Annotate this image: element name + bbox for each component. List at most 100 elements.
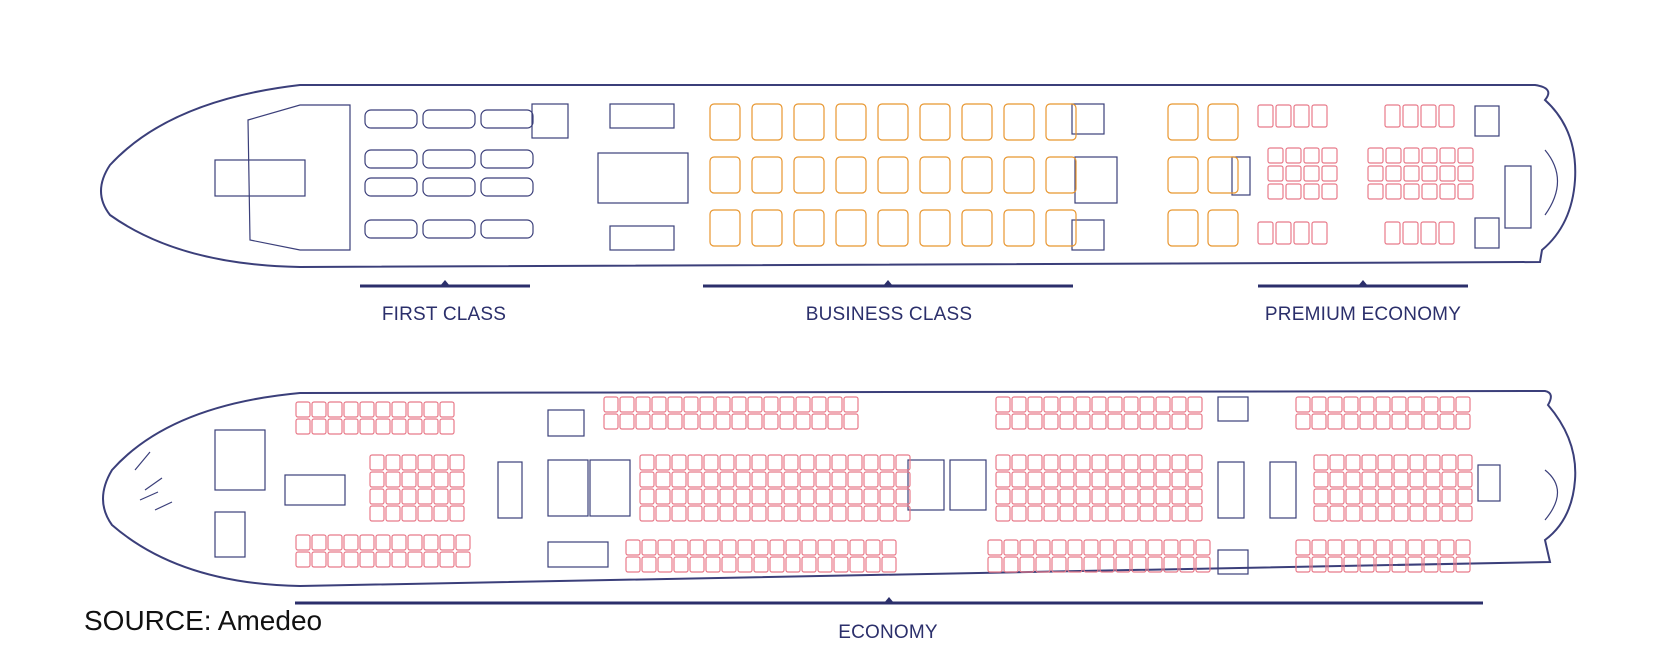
economy-seat bbox=[737, 556, 753, 573]
economy-seat bbox=[831, 454, 847, 471]
premium-economy-seat bbox=[1285, 183, 1302, 200]
economy-seat bbox=[1345, 505, 1361, 522]
economy-seat bbox=[865, 556, 881, 573]
economy-seat bbox=[639, 505, 655, 522]
economy-seat bbox=[1425, 471, 1441, 488]
economy-seat bbox=[1327, 396, 1343, 413]
economy-seat bbox=[1195, 556, 1211, 573]
economy-seat bbox=[1139, 505, 1155, 522]
business-class-seat bbox=[709, 103, 741, 141]
economy-seat bbox=[779, 413, 795, 430]
business-class-seat bbox=[751, 209, 783, 247]
business-class-seat bbox=[1167, 209, 1199, 247]
economy-seat bbox=[1441, 471, 1457, 488]
economy-seat bbox=[1043, 413, 1059, 430]
economy-seat bbox=[1409, 454, 1425, 471]
business-class-seat bbox=[1045, 103, 1077, 141]
economy-seat bbox=[1377, 454, 1393, 471]
economy-seat bbox=[1147, 556, 1163, 573]
economy-seat bbox=[1375, 413, 1391, 430]
premium-economy-seat bbox=[1403, 165, 1420, 182]
economy-seat bbox=[783, 454, 799, 471]
economy-seat bbox=[847, 488, 863, 505]
economy-seat bbox=[881, 556, 897, 573]
economy-seat bbox=[449, 488, 465, 505]
economy-seat bbox=[817, 539, 833, 556]
premium-economy-seat bbox=[1267, 147, 1284, 164]
economy-seat bbox=[1187, 505, 1203, 522]
economy-seat bbox=[847, 454, 863, 471]
economy-seat bbox=[417, 505, 433, 522]
economy-seat bbox=[1439, 396, 1455, 413]
premium-economy-seat bbox=[1421, 147, 1438, 164]
economy-seat bbox=[1313, 471, 1329, 488]
economy-seat bbox=[311, 401, 327, 418]
economy-seat bbox=[1011, 505, 1027, 522]
first-class-seat bbox=[422, 109, 476, 129]
economy-seat bbox=[1107, 471, 1123, 488]
economy-seat bbox=[801, 556, 817, 573]
economy-seat bbox=[815, 488, 831, 505]
economy-seat bbox=[667, 413, 683, 430]
economy-seat bbox=[833, 556, 849, 573]
economy-seat bbox=[863, 488, 879, 505]
economy-seat bbox=[1455, 396, 1471, 413]
economy-seat bbox=[1329, 471, 1345, 488]
economy-seat bbox=[895, 488, 911, 505]
business-class-seat bbox=[1167, 156, 1199, 194]
economy-seat bbox=[1311, 396, 1327, 413]
economy-seat bbox=[817, 556, 833, 573]
economy-seat bbox=[995, 454, 1011, 471]
economy-seat bbox=[641, 556, 657, 573]
premium-economy-seat bbox=[1384, 221, 1401, 245]
economy-seat bbox=[1361, 471, 1377, 488]
premium-economy-seat bbox=[1385, 183, 1402, 200]
economy-seat bbox=[385, 505, 401, 522]
economy-seat bbox=[671, 505, 687, 522]
economy-seat bbox=[407, 551, 423, 568]
economy-seat bbox=[639, 454, 655, 471]
premium-economy-seat bbox=[1457, 183, 1474, 200]
economy-seat bbox=[731, 396, 747, 413]
economy-seat bbox=[455, 534, 471, 551]
economy-seat bbox=[1011, 396, 1027, 413]
economy-seat bbox=[391, 418, 407, 435]
economy-seat bbox=[1377, 505, 1393, 522]
economy-seat bbox=[863, 471, 879, 488]
economy-seat bbox=[423, 418, 439, 435]
main-deck-fuselage bbox=[102, 389, 1577, 588]
economy-seat bbox=[1059, 454, 1075, 471]
economy-seat bbox=[1391, 539, 1407, 556]
economy-seat bbox=[385, 454, 401, 471]
premium-economy-seat bbox=[1285, 165, 1302, 182]
economy-seat bbox=[433, 471, 449, 488]
economy-seat bbox=[735, 454, 751, 471]
economy-seat bbox=[1179, 539, 1195, 556]
economy-seat bbox=[811, 396, 827, 413]
economy-seat bbox=[987, 539, 1003, 556]
first-class-seat bbox=[422, 177, 476, 197]
economy-seat bbox=[1343, 556, 1359, 573]
economy-seat bbox=[1361, 454, 1377, 471]
economy-seat bbox=[635, 413, 651, 430]
economy-seat bbox=[295, 401, 311, 418]
economy-seat bbox=[1423, 556, 1439, 573]
economy-seat bbox=[1059, 505, 1075, 522]
economy-seat bbox=[1091, 488, 1107, 505]
economy-seat bbox=[1425, 454, 1441, 471]
business-class-seat bbox=[1045, 209, 1077, 247]
business-class-seat bbox=[709, 209, 741, 247]
economy-seat bbox=[439, 534, 455, 551]
economy-seat bbox=[799, 454, 815, 471]
economy-seat bbox=[1441, 488, 1457, 505]
economy-seat bbox=[667, 396, 683, 413]
economy-seat bbox=[705, 539, 721, 556]
economy-seat bbox=[1075, 454, 1091, 471]
economy-seat bbox=[1139, 488, 1155, 505]
economy-seat bbox=[1003, 556, 1019, 573]
economy-seat bbox=[1115, 539, 1131, 556]
business-class-seat bbox=[1003, 103, 1035, 141]
economy-seat bbox=[811, 413, 827, 430]
premium-economy-seat bbox=[1457, 165, 1474, 182]
economy-seat bbox=[737, 539, 753, 556]
